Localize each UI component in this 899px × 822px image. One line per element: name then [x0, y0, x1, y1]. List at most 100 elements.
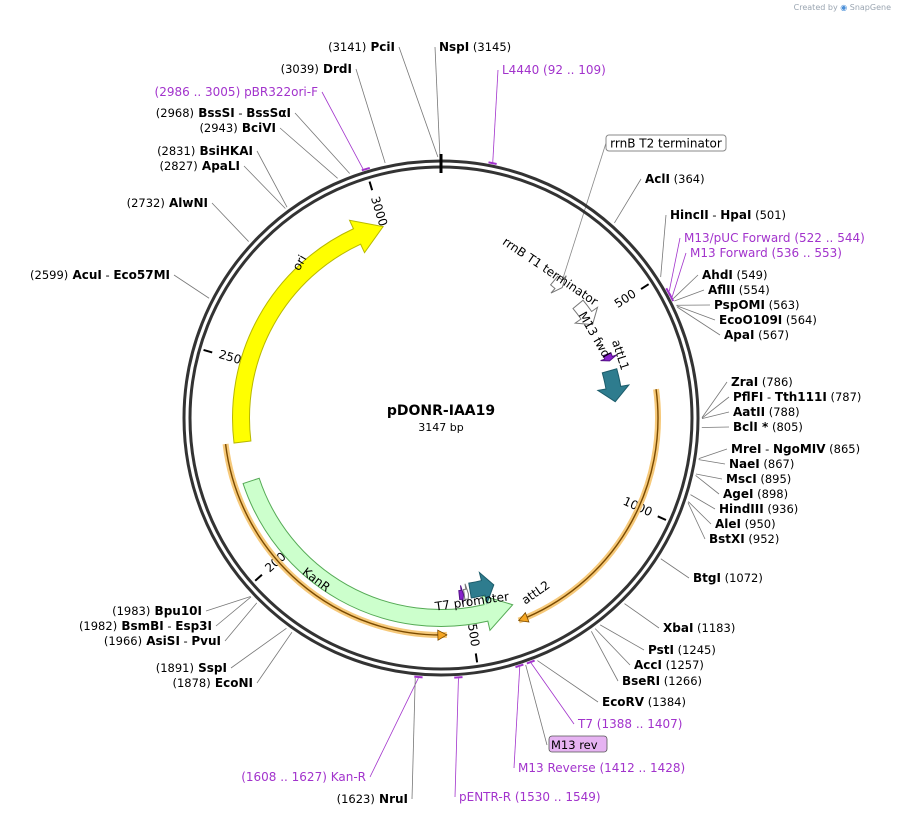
site-label-text: (2943) BciVI — [199, 121, 276, 135]
watermark-prefix: Created by — [793, 3, 838, 12]
label-part: (1257) — [662, 658, 704, 672]
primer-site-mark — [454, 676, 463, 679]
leader-apai — [677, 306, 721, 336]
position-tick — [203, 349, 213, 354]
leader-bcli — [701, 426, 730, 428]
site-label-text: (2831) BsiHKAI — [157, 144, 253, 158]
site-label-aflii: AflII (554) — [708, 283, 770, 297]
label-part: MscI — [726, 472, 757, 486]
site-label-acli: AclI (364) — [645, 172, 705, 186]
site-label-bsssi: (2968) BssSI - BssSαI — [156, 106, 291, 120]
label-part: (92 .. 109) — [539, 63, 606, 77]
position-tick — [254, 574, 263, 582]
primer-site-mark — [668, 293, 675, 302]
site-label-pflfi: PflFI - Tth111I (787) — [733, 390, 861, 404]
site-label-text: (3141) PciI — [328, 40, 395, 54]
label-part: (1983) — [112, 604, 150, 618]
leader-hincii — [660, 214, 667, 278]
position-tick — [640, 283, 650, 290]
site-label-pbr322: (2986 .. 3005) pBR322ori-F — [155, 85, 319, 99]
label-part: (567) — [754, 328, 789, 342]
site-label-nrui: (1623) NruI — [337, 792, 408, 806]
label-part: pENTR-R — [459, 790, 511, 804]
feature-attl2 — [468, 571, 495, 605]
label-part: AlwNI — [165, 196, 208, 210]
label-part: (2599) — [30, 268, 68, 282]
label-part: EcoRV — [602, 695, 645, 709]
label-part: AatII — [733, 405, 765, 419]
label-part: (787) — [827, 390, 862, 404]
site-label-text: MscI (895) — [726, 472, 791, 486]
label-part: (788) — [765, 405, 800, 419]
leader-ecorv — [537, 660, 599, 703]
label-part: BsmBI — [117, 619, 164, 633]
leader-alwni — [211, 202, 249, 242]
site-label-agei: AgeI (898) — [723, 487, 788, 501]
site-label-text: (2732) AlwNI — [127, 196, 208, 210]
label-part: (564) — [782, 313, 817, 327]
label-part: (2831) — [157, 144, 195, 158]
label-part: AhdI — [702, 268, 733, 282]
site-label-econi: (1878) EcoNI — [173, 676, 254, 690]
label-part: (2943) — [199, 121, 237, 135]
site-label-acci: AccI (1257) — [634, 658, 704, 672]
label-part: (364) — [670, 172, 705, 186]
tick-label: 3000 — [368, 195, 390, 228]
leader-btgi — [660, 558, 690, 579]
snapgene-watermark: Created by ◉ SnapGene — [794, 3, 891, 12]
label-part: NruI — [375, 792, 408, 806]
orf-arc — [518, 389, 659, 622]
leader-asisi — [224, 602, 258, 642]
site-label-text: PflFI - Tth111I (787) — [733, 390, 861, 404]
site-label-text: (2968) BssSI - BssSαI — [156, 106, 291, 120]
leader-nrui — [411, 677, 416, 800]
site-label-sspi: (1891) SspI — [156, 661, 227, 675]
site-label-alwni: (2732) AlwNI — [127, 196, 208, 210]
site-labels: rrnB T2 terminator(3141) PciI(3039) DrdI… — [30, 40, 865, 806]
label-part: DrdI — [319, 62, 352, 76]
feature-t7box — [458, 585, 465, 605]
label-part: pBR322ori-F — [240, 85, 318, 99]
site-label-text: (1983) Bpu10I — [112, 604, 202, 618]
label-part: (563) — [765, 298, 800, 312]
site-label-text: MreI - NgoMIV (865) — [731, 442, 860, 456]
site-label-m13fwdp: M13 Forward (536 .. 553) — [690, 246, 842, 260]
site-label-text: AccI (1257) — [634, 658, 704, 672]
label-part: M13 Reverse — [518, 761, 596, 775]
leader-apali — [243, 165, 286, 209]
site-label-nspi: NspI (3145) — [439, 40, 511, 54]
site-label-apali: (2827) ApaLI — [159, 159, 240, 173]
leader-bpu10i — [205, 596, 251, 612]
site-label-l4440: L4440 (92 .. 109) — [502, 63, 606, 77]
label-part: NspI — [439, 40, 469, 54]
label-part: (1608 .. 1627) — [241, 770, 327, 784]
primer-site-mark — [361, 166, 371, 172]
feature-ori — [232, 219, 385, 444]
label-part: BstXI — [709, 532, 745, 546]
site-label-text: (1982) BsmBI - Esp3I — [79, 619, 212, 633]
label-part: - — [761, 442, 772, 456]
label-part: (1891) — [156, 661, 194, 675]
label-part: (3145) — [469, 40, 511, 54]
site-label-alei: AleI (950) — [715, 517, 776, 531]
feature-label-rrnb-t1: rrnB T1 terminator — [500, 235, 600, 309]
label-part: AgeI — [723, 487, 753, 501]
label-part: M13/pUC Forward — [684, 231, 791, 245]
site-label-text: AflII (554) — [708, 283, 770, 297]
leader-m13rev — [525, 664, 548, 746]
label-part: BsiHKAI — [195, 144, 253, 158]
label-part: AleI — [715, 517, 741, 531]
label-part: (1183) — [693, 621, 735, 635]
site-label-m13puc: M13/pUC Forward (522 .. 544) — [684, 231, 865, 245]
label-part: (865) — [826, 442, 861, 456]
label-part: (2732) — [127, 196, 165, 210]
site-label-text: M13 Forward (536 .. 553) — [690, 246, 842, 260]
feature-label-attl1: attL1 — [609, 338, 632, 372]
site-label-text: BclI * (805) — [733, 420, 803, 434]
label-part: AccI — [634, 658, 662, 672]
label-part: NgoMIV — [773, 442, 826, 456]
site-label-text: pENTR-R (1530 .. 1549) — [459, 790, 601, 804]
leader-hindiii — [690, 494, 716, 510]
leader-l4440 — [492, 69, 499, 163]
label-part: EcoO109I — [719, 313, 782, 327]
